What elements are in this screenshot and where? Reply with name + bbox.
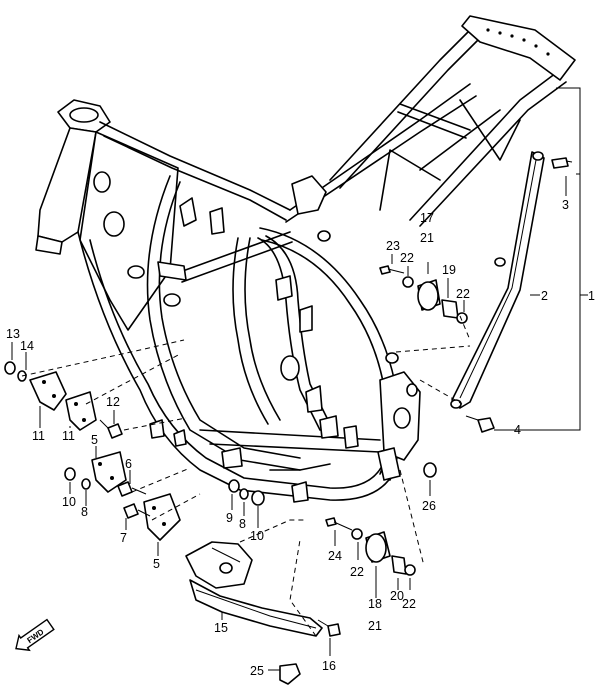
callout-22d: 22 (402, 597, 416, 611)
callout-22a: 22 (400, 251, 414, 265)
callout-11b: 11 (62, 429, 75, 443)
callout-6: 6 (125, 457, 132, 471)
bolt-7 (123, 503, 151, 519)
upper-mount-bushing-set (379, 265, 468, 324)
callout-5a: 5 (91, 433, 98, 447)
callout-22c: 22 (350, 565, 364, 579)
callout-12: 12 (106, 395, 120, 409)
callout-14: 14 (20, 339, 34, 353)
nut-10a (64, 467, 76, 481)
callout-10b: 10 (250, 529, 264, 543)
engine-mount-plate-5a (91, 451, 127, 493)
fwd-arrow-icon (15, 618, 55, 652)
callout-22b: 22 (456, 287, 470, 301)
washer-8b (239, 488, 249, 500)
washer-8a (81, 478, 91, 490)
callout-13: 13 (6, 327, 20, 341)
callout-15: 15 (214, 621, 228, 635)
fender-holes (486, 28, 550, 56)
nut-10b (251, 490, 265, 506)
clip-25 (279, 663, 301, 685)
assembly-dash-lines (21, 315, 471, 637)
callout-8a: 8 (81, 505, 88, 519)
callout-labels: 1 2 3 4 5 5 6 7 8 8 9 10 10 11 11 12 13 … (6, 198, 595, 678)
bolt-16 (317, 619, 341, 637)
callout-16: 16 (322, 659, 336, 673)
callout-17: 17 (420, 211, 434, 225)
nut-26 (423, 462, 437, 478)
callout-25: 25 (250, 664, 264, 678)
bolt-4 (465, 415, 495, 433)
callout-3: 3 (562, 198, 569, 212)
callout-21a: 21 (420, 231, 434, 245)
nut-13 (4, 361, 16, 375)
bolt-3 (551, 157, 573, 169)
main-frame (35, 15, 576, 503)
engine-mount-plate-5b (143, 493, 181, 541)
callout-24: 24 (328, 549, 342, 563)
washer-9 (228, 479, 240, 493)
skid-guard-15 (185, 541, 323, 637)
callout-1: 1 (588, 289, 595, 303)
leader-lines (11, 87, 588, 671)
callout-9: 9 (226, 511, 233, 525)
callout-8b: 8 (239, 517, 246, 531)
callout-7: 7 (120, 531, 127, 545)
engine-mount-plate-11b (65, 391, 97, 431)
callout-20: 20 (390, 589, 404, 603)
engine-mount-plate-11a (29, 371, 67, 411)
bolt-12 (99, 419, 123, 439)
callout-21b: 21 (368, 619, 382, 633)
callout-5b: 5 (153, 557, 160, 571)
fwd-arrow-badge: FWD (15, 618, 55, 652)
callout-11a: 11 (32, 429, 45, 443)
callout-23: 23 (386, 239, 400, 253)
bolt-6 (117, 481, 147, 497)
callout-2: 2 (541, 289, 548, 303)
callout-10a: 10 (62, 495, 76, 509)
callout-19: 19 (442, 263, 456, 277)
callout-26: 26 (422, 499, 436, 513)
lower-mount-bushing-set (325, 517, 416, 576)
rear-subframe-rail (450, 151, 545, 409)
callout-18: 18 (368, 597, 382, 611)
callout-4: 4 (514, 423, 521, 437)
